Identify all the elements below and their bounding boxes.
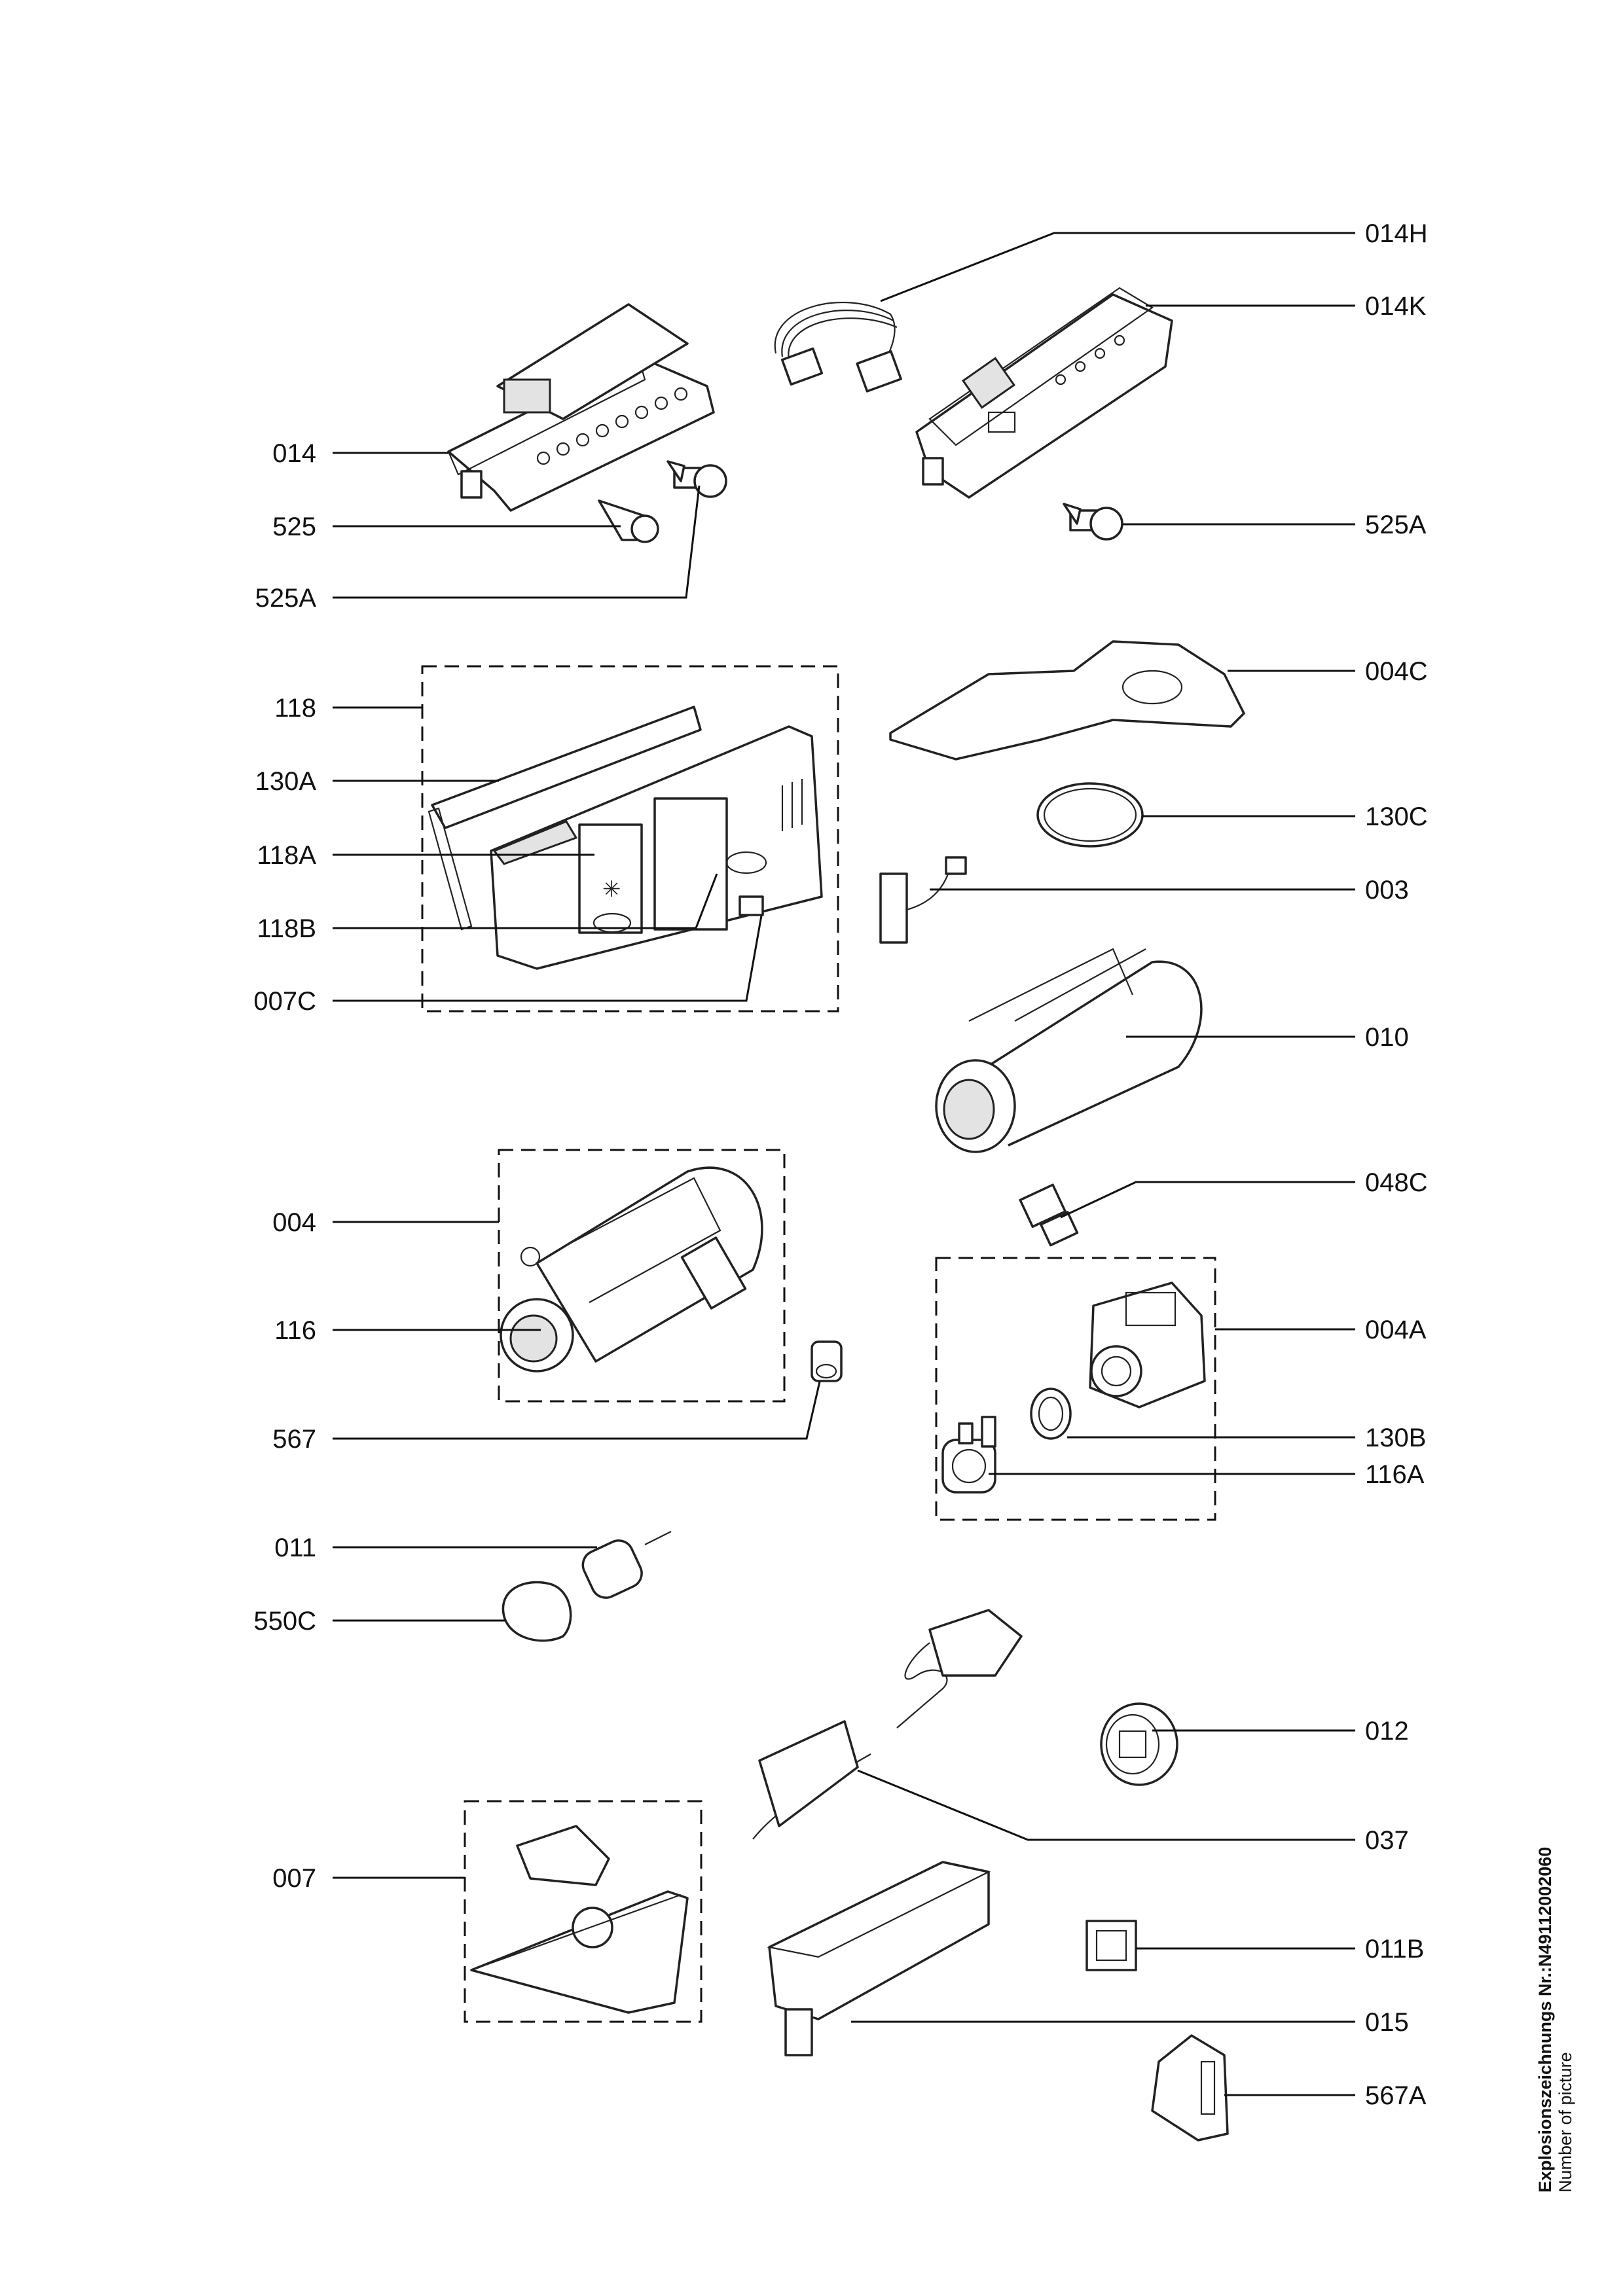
cover-004C: [889, 640, 1245, 761]
dispenser-118: ✳: [428, 706, 823, 970]
label-004: 004: [272, 1208, 316, 1237]
drawing-number-footer: Explosionszeichnungs Nr.:N49112002060 Nu…: [1535, 1847, 1576, 2193]
cap-550C: [501, 1581, 572, 1642]
label-567A: 567A: [1365, 2081, 1427, 2110]
label-130C: 130C: [1365, 802, 1428, 831]
label-007C: 007C: [253, 987, 316, 1016]
pressure-switch-116A: [941, 1416, 996, 1494]
group-box-drain-pump: [935, 1257, 1216, 1521]
label-116: 116: [274, 1316, 316, 1345]
knob-525A-left: [666, 460, 727, 498]
label-014: 014: [272, 439, 316, 468]
control-module-014K: [915, 287, 1173, 499]
power-cord-037: [752, 1609, 1023, 1840]
group-box-dispenser: [421, 665, 839, 1013]
label-130A: 130A: [255, 767, 317, 796]
label-037: 037: [1365, 1826, 1409, 1855]
label-118: 118: [274, 694, 316, 723]
label-130B: 130B: [1365, 1424, 1426, 1452]
duct-015: [767, 1861, 991, 2056]
label-003: 003: [1365, 876, 1409, 905]
label-014H: 014H: [1365, 219, 1428, 248]
capacitor-011: [581, 1531, 672, 1599]
thermostat-048C: [1019, 1183, 1079, 1247]
label-014K: 014K: [1365, 292, 1427, 321]
seal-ring-130C: [1036, 782, 1144, 848]
label-012: 012: [1365, 1717, 1409, 1746]
bracket-567A: [1151, 2034, 1229, 2142]
clip-567: [811, 1340, 843, 1382]
svg-text:✳: ✳: [602, 876, 621, 903]
label-525A-right: 525A: [1365, 511, 1427, 539]
group-box-spray-arm: [464, 1800, 702, 2023]
label-004A: 004A: [1365, 1316, 1427, 1344]
label-048C: 048C: [1365, 1168, 1428, 1197]
label-010: 010: [1365, 1023, 1409, 1052]
label-118B: 118B: [257, 914, 316, 943]
sensor-003: [879, 856, 967, 944]
knob-525A-right: [1063, 503, 1123, 541]
label-011: 011: [274, 1534, 316, 1562]
picture-caption: Number of picture: [1556, 2052, 1575, 2193]
label-004C: 004C: [1365, 657, 1428, 686]
label-525A-left: 525A: [255, 584, 317, 613]
label-550C: 550C: [253, 1607, 316, 1636]
label-567: 567: [272, 1425, 316, 1454]
label-116A: 116A: [1365, 1460, 1425, 1489]
label-011B: 011B: [1365, 1935, 1424, 1964]
spray-arm-007: [470, 1825, 689, 2014]
knob-525: [598, 499, 659, 543]
control-module-014: [447, 303, 715, 512]
selector-knob-012: [1100, 1702, 1178, 1786]
label-015: 015: [1365, 2008, 1409, 2037]
heater-010: [935, 948, 1203, 1153]
label-007: 007: [272, 1864, 316, 1893]
group-box-pump: [498, 1149, 786, 1403]
relay-011B: [1085, 1920, 1137, 1971]
label-118A: 118A: [257, 841, 317, 870]
wiring-harness-014H: [774, 302, 902, 393]
drawing-number: Explosionszeichnungs Nr.:N49112002060: [1535, 1846, 1555, 2193]
label-525: 525: [272, 512, 316, 541]
drain-pump-004A: [1089, 1282, 1206, 1408]
circulation-pump-004: [500, 1166, 763, 1372]
seal-130B: [1030, 1388, 1072, 1440]
